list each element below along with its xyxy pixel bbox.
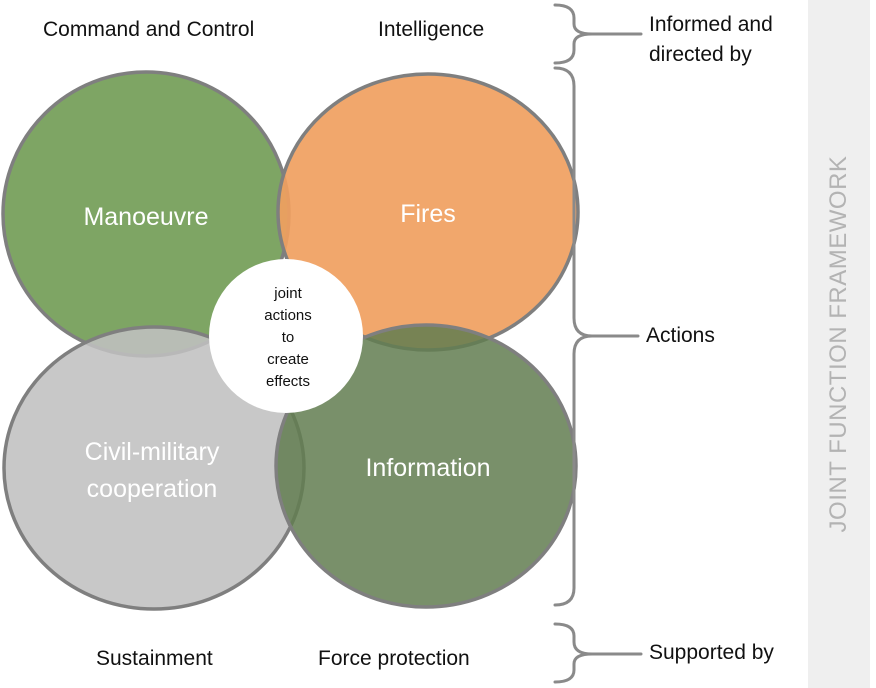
actions-label: Actions: [646, 324, 715, 347]
center-line-5: effects: [266, 373, 310, 390]
intelligence-label: Intelligence: [378, 18, 485, 41]
manoeuvre-text: Manoeuvre: [83, 203, 208, 231]
sustainment-label: Sustainment: [96, 647, 213, 670]
fires-text: Fires: [400, 200, 456, 228]
supported-by-label: Supported by: [649, 641, 774, 664]
center-line-4: create: [267, 351, 309, 368]
center-circle: [209, 259, 363, 413]
informed-bracket: [553, 3, 594, 65]
force-protection-label: Force protection: [318, 647, 470, 670]
command-and-control-label: Command and Control: [43, 18, 255, 41]
information-circle: [274, 323, 578, 609]
civil-military-text-1: Civil-military: [85, 438, 220, 466]
side-band: [808, 0, 870, 688]
civil-military-text-2: cooperation: [87, 475, 218, 503]
center-line-3: to: [282, 329, 295, 346]
informed-line-1: Informed and: [649, 13, 773, 36]
informed-directed-label: Informed and directed by: [649, 10, 773, 70]
information-text: Information: [365, 454, 490, 482]
supported-bracket: [553, 622, 594, 684]
center-line-1: joint: [273, 285, 302, 302]
informed-line-2: directed by: [649, 43, 752, 66]
center-line-2: actions: [264, 307, 312, 324]
